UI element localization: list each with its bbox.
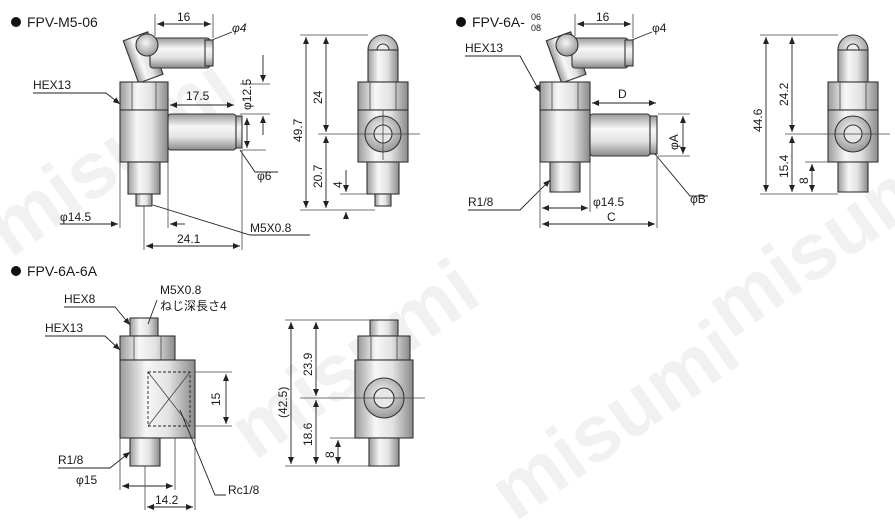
dimension-phiB: φB bbox=[690, 192, 706, 206]
section-fpv-m5-06: FPV-M5-06 16 bbox=[11, 10, 420, 250]
fitting-side-view bbox=[345, 34, 420, 207]
section-bullet bbox=[11, 17, 21, 27]
dimension-8: 8 bbox=[323, 451, 337, 458]
section-title: FPV-6A- bbox=[472, 14, 525, 30]
fitting-front-view bbox=[119, 317, 196, 467]
section-bullet bbox=[456, 17, 466, 27]
section-title: FPV-6A-6A bbox=[27, 263, 98, 279]
dimension-17-5: 17.5 bbox=[170, 89, 234, 108]
svg-text:HEX13: HEX13 bbox=[33, 78, 71, 92]
dims-front: M5X0.8 ねじ深長さ4 HEX8 HEX13 15 R1/8 φ15 14.… bbox=[45, 283, 260, 510]
dims-front: 16 φ4 HEX13 D φA R1/8 φ14.5 φB C bbox=[465, 10, 708, 228]
dimension-4: 4 bbox=[331, 181, 345, 188]
fitting-side-view bbox=[815, 34, 890, 193]
dimension-phiA: φA bbox=[667, 134, 681, 150]
dimension-14-2: 14.2 bbox=[155, 493, 179, 507]
svg-text:misumi: misumi bbox=[213, 242, 493, 476]
dimension-hex13: HEX13 bbox=[45, 321, 83, 335]
dimension-hex13: HEX13 bbox=[33, 78, 121, 105]
svg-text:φ14.5: φ14.5 bbox=[60, 210, 91, 224]
dimension-44-6: 44.6 bbox=[751, 108, 765, 132]
svg-text:16: 16 bbox=[177, 10, 191, 24]
side-dimensions: (42.5) 23.9 18.6 8 bbox=[276, 319, 370, 467]
dimension-phi4: φ4 bbox=[652, 21, 667, 35]
section-fpv-6a-6a: FPV-6A-6A M5X0.8 ねじ深長さ4 HEX8 HEX13 15 R1… bbox=[11, 263, 425, 510]
dimension-24-2: 24.2 bbox=[777, 82, 791, 106]
section-fpv-6a: FPV-6A- 06 08 16 φ4 HEX13 D bbox=[456, 10, 890, 228]
dimension-phi12-5: φ12.5 bbox=[240, 55, 270, 135]
dimension-r1-8: R1/8 bbox=[58, 453, 84, 467]
fitting-side-view bbox=[340, 319, 425, 467]
svg-text:misumi: misumi bbox=[474, 303, 754, 526]
dimension-C: C bbox=[607, 210, 616, 224]
section-title: FPV-M5-06 bbox=[27, 14, 98, 30]
svg-text:17.5: 17.5 bbox=[186, 89, 210, 103]
dimension-m5-thread: M5X0.8 bbox=[152, 204, 310, 236]
dimension-8: 8 bbox=[797, 177, 811, 184]
dimension-49-7: 49.7 bbox=[291, 118, 305, 142]
dimension-20-7: 20.7 bbox=[311, 164, 325, 188]
dimension-24-1: 24.1 bbox=[143, 150, 243, 250]
section-title-sup: 06 bbox=[531, 12, 541, 22]
dimension-phi14-5: φ14.5 bbox=[60, 162, 185, 228]
section-bullet bbox=[11, 266, 21, 276]
fitting-front-view bbox=[539, 31, 658, 193]
dimension-23-9: 23.9 bbox=[301, 352, 315, 376]
dimension-42-5: (42.5) bbox=[276, 387, 290, 418]
dimension-m5-thread: M5X0.8 bbox=[160, 283, 202, 297]
dimension-r1-8: R1/8 bbox=[468, 195, 494, 209]
svg-text:φ6: φ6 bbox=[257, 169, 272, 183]
dimension-phi14-5: φ14.5 bbox=[593, 195, 624, 209]
svg-text:24.1: 24.1 bbox=[177, 232, 201, 246]
svg-text:φ4: φ4 bbox=[232, 21, 247, 35]
dimension-phi6: φ6 bbox=[239, 118, 278, 183]
section-title-sub: 08 bbox=[531, 23, 541, 33]
dimension-depth: ねじ深長さ4 bbox=[160, 299, 227, 313]
dimension-rc1-8: Rc1/8 bbox=[228, 483, 260, 497]
svg-text:M5X0.8: M5X0.8 bbox=[250, 221, 292, 235]
dimension-D: D bbox=[618, 87, 627, 101]
dimension-hex8: HEX8 bbox=[64, 292, 96, 306]
dimension-hex13: HEX13 bbox=[465, 41, 503, 55]
svg-text:φ12.5: φ12.5 bbox=[240, 79, 254, 110]
dimension-16: 16 bbox=[596, 10, 610, 24]
fitting-front-view bbox=[119, 31, 243, 207]
dimension-phi15: φ15 bbox=[76, 473, 97, 487]
side-dimensions: 49.7 24 20.7 4 bbox=[291, 34, 375, 219]
dimension-top-width: 16 bbox=[154, 10, 214, 38]
side-dimensions: 44.6 24.2 15.4 8 bbox=[751, 34, 838, 195]
dimension-18-6: 18.6 bbox=[301, 422, 315, 446]
dimension-phi4: φ4 bbox=[211, 21, 247, 41]
dimension-15-4: 15.4 bbox=[777, 154, 791, 178]
dimension-24: 24 bbox=[311, 90, 325, 104]
dimension-15: 15 bbox=[209, 392, 223, 406]
